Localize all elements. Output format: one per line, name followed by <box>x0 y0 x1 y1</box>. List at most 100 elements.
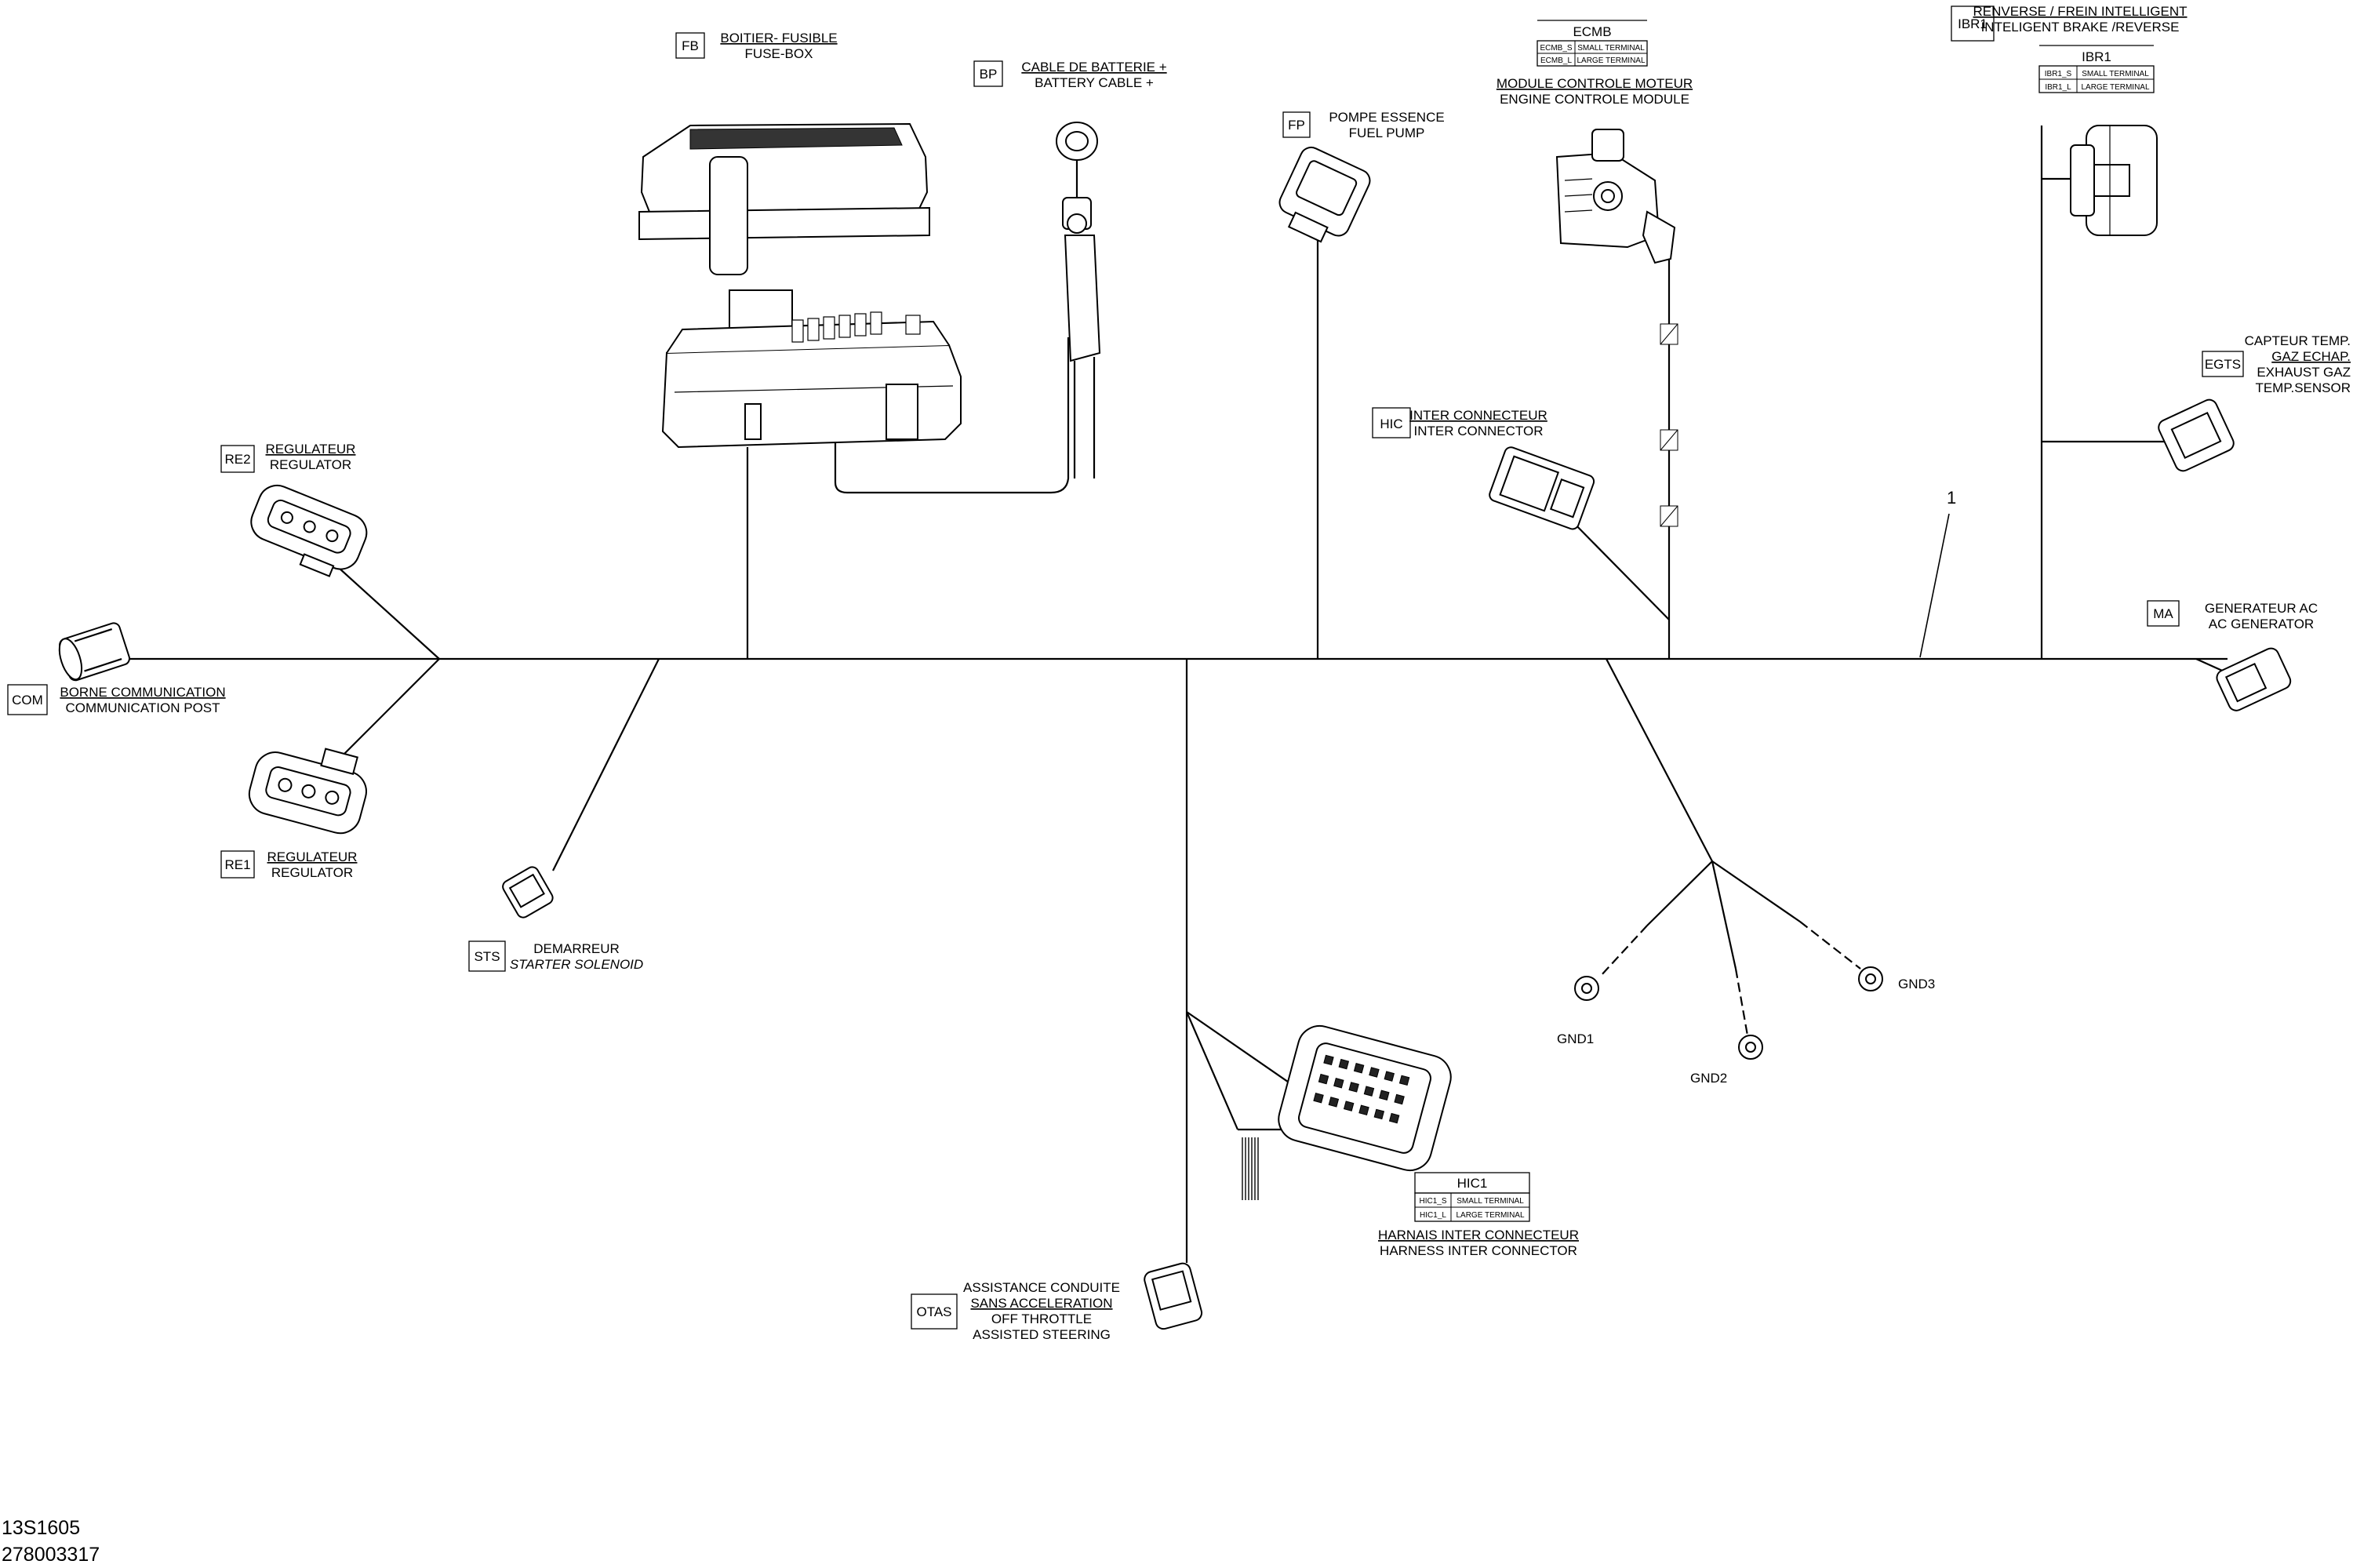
otas-line-0: ASSISTANCE CONDUITE <box>963 1280 1120 1295</box>
sts-label-en: STARTER SOLENOID <box>510 957 643 972</box>
label-fuse-box: FB BOITIER- FUSIBLE FUSE-BOX <box>675 31 838 61</box>
fp-label-en: FUEL PUMP <box>1349 126 1425 140</box>
label-regulator-re1: RE1 REGULATEUR REGULATOR <box>220 849 357 880</box>
wire-gnd1 <box>1646 860 1713 926</box>
barcode-marker <box>1242 1137 1259 1200</box>
re2-label-fr: REGULATEUR <box>266 442 356 457</box>
callout-1-leader <box>1919 513 1950 658</box>
egts-line-2: EXHAUST GAZ <box>2257 365 2351 380</box>
ibr1-table-id-1: IBR1_L <box>2045 83 2071 92</box>
harness-wires <box>129 126 2228 1263</box>
label-inteligent-brake-reverse: IBR1 RENVERSE / FREIN INTELLIGENT INTELI… <box>1951 4 2188 93</box>
ibr1-label-en: INTELIGENT BRAKE /REVERSE <box>1981 20 2180 35</box>
ibr1-label-fr: RENVERSE / FREIN INTELLIGENT <box>1973 4 2188 19</box>
ac-generator-connector <box>2216 647 2292 711</box>
egts-line-1: GAZ ECHAP. <box>2271 349 2351 364</box>
wire-gnd2 <box>1711 860 1737 970</box>
code-hic1: HIC1 <box>1457 1176 1488 1191</box>
com-label-fr: BORNE COMMUNICATION <box>60 685 225 700</box>
hic1-label-en: HARNESS INTER CONNECTOR <box>1380 1243 1577 1258</box>
hic1-table-desc-1: LARGE TERMINAL <box>1456 1211 1524 1220</box>
wire-hic1-b <box>1185 1011 1239 1130</box>
battery-cable-terminal <box>1056 122 1101 478</box>
callout-1: 1 <box>1947 488 1956 508</box>
code-bp: BP <box>980 67 998 82</box>
wire-gnd3 <box>1711 860 1801 922</box>
off-throttle-assisted-steering-connector <box>1144 1262 1203 1330</box>
code-gnd3: GND3 <box>1898 977 1935 991</box>
hic1-table-id-1: HIC1_L <box>1420 1211 1446 1220</box>
inteligent-brake-reverse-connector <box>2070 125 2158 236</box>
code-re2: RE2 <box>224 452 250 467</box>
footer-line2: 278003317 <box>2 1544 100 1566</box>
wire-hic1-a <box>1186 1011 1307 1095</box>
hic1-table-desc-0: SMALL TERMINAL <box>1457 1197 1524 1206</box>
ecmb-table-desc-1: LARGE TERMINAL <box>1577 56 1645 65</box>
fuse-box <box>638 122 962 449</box>
code-ibr1: IBR1 <box>1958 16 1988 31</box>
label-starter-solenoid: STS DEMARREUR STARTER SOLENOID <box>468 940 643 972</box>
ground-terminal-gnd1 <box>1574 925 1648 1001</box>
ibr1-table-id-0: IBR1_S <box>2045 70 2072 78</box>
label-communication-post: COM BORNE COMMUNICATION COMMUNICATION PO… <box>7 684 226 715</box>
re2-label-en: REGULATOR <box>270 457 351 472</box>
label-harness-inter-connector: HIC1 HIC1_S SMALL TERMINAL HIC1_L LARGE … <box>1378 1172 1579 1258</box>
fb-label-en: FUSE-BOX <box>745 46 813 61</box>
hic1-label-fr: HARNAIS INTER CONNECTEUR <box>1378 1228 1579 1242</box>
hic-label-fr: INTER CONNECTEUR <box>1409 408 1547 423</box>
code-fp: FP <box>1288 118 1305 133</box>
wire-hic <box>1568 517 1670 620</box>
code-re1: RE1 <box>224 857 250 872</box>
tape-markers <box>1660 323 1678 527</box>
regulator-re1-connector <box>248 748 367 835</box>
wire-bp <box>834 337 1070 494</box>
inter-connector <box>1489 446 1595 530</box>
exhaust-gas-temp-sensor-connector <box>2158 398 2235 472</box>
label-ac-generator: MA GENERATEUR AC AC GENERATOR <box>2147 600 2318 631</box>
otas-line-2: OFF THROTTLE <box>991 1312 1092 1326</box>
code-gnd1: GND1 <box>1557 1031 1594 1046</box>
code-com: COM <box>12 693 43 708</box>
label-engine-control-module: ECMB ECMB_S SMALL TERMINAL ECMB_L LARGE … <box>1497 20 1693 107</box>
starter-solenoid-connector <box>502 866 554 919</box>
sts-label-fr: DEMARREUR <box>533 941 620 956</box>
ibr1-table-desc-0: SMALL TERMINAL <box>2082 70 2149 78</box>
code-egts: EGTS <box>2205 357 2241 372</box>
label-fuel-pump: FP POMPE ESSENCE FUEL PUMP <box>1282 110 1445 140</box>
ma-label-en: AC GENERATOR <box>2209 617 2314 631</box>
code-ma: MA <box>2153 606 2173 621</box>
ground-terminal-gnd3 <box>1799 921 1883 991</box>
ecmb-table-id-0: ECMB_S <box>1540 44 1572 53</box>
wire-sts <box>552 658 660 871</box>
ma-label-fr: GENERATEUR AC <box>2205 601 2318 616</box>
code-otas: OTAS <box>916 1304 951 1319</box>
ecmb-label-en: ENGINE CONTROLE MODULE <box>1500 92 1689 107</box>
ecmb-table-id-1: ECMB_L <box>1540 56 1572 65</box>
ecmb-label-fr: MODULE CONTROLE MOTEUR <box>1497 76 1693 91</box>
com-label-en: COMMUNICATION POST <box>65 700 220 715</box>
label-off-throttle-assisted-steering: OTAS ASSISTANCE CONDUITE SANS ACCELERATI… <box>911 1280 1120 1342</box>
fuel-pump-connector <box>1278 146 1371 243</box>
label-battery-cable: BP CABLE DE BATTERIE + BATTERY CABLE + <box>973 60 1167 90</box>
label-inter-connector: HIC INTER CONNECTEUR INTER CONNECTOR <box>1372 407 1547 438</box>
re1-label-en: REGULATOR <box>271 865 353 880</box>
otas-line-1: SANS ACCELERATION <box>970 1296 1112 1311</box>
ground-terminal-gnd2 <box>1734 968 1763 1060</box>
ibr1-table-desc-1: LARGE TERMINAL <box>2081 83 2149 92</box>
footer-line1: 13S1605 <box>2 1517 80 1539</box>
label-exhaust-gas-temp-sensor: EGTS CAPTEUR TEMP. GAZ ECHAP. EXHAUST GA… <box>2202 333 2351 395</box>
label-regulator-re2: RE2 REGULATEUR REGULATOR <box>220 442 356 473</box>
bp-label-fr: CABLE DE BATTERIE + <box>1021 60 1166 75</box>
harness-inter-connector <box>1278 1024 1452 1172</box>
code-hic: HIC <box>1380 417 1402 431</box>
hic-label-en: INTER CONNECTOR <box>1414 424 1544 438</box>
bp-label-en: BATTERY CABLE + <box>1035 75 1154 90</box>
hic1-table-id-0: HIC1_S <box>1419 1197 1446 1206</box>
engine-control-module-connector <box>1555 129 1676 264</box>
code-ibr1-table: IBR1 <box>2082 49 2111 64</box>
code-sts: STS <box>474 949 500 964</box>
egts-line-3: TEMP.SENSOR <box>2255 380 2351 395</box>
fb-label-fr: BOITIER- FUSIBLE <box>720 31 837 45</box>
code-fb: FB <box>682 38 699 53</box>
